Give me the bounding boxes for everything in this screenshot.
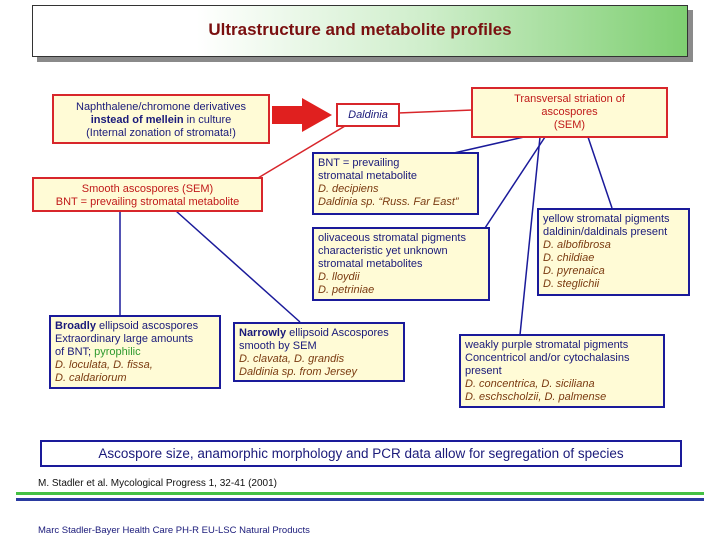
- blue-rule: [16, 498, 704, 501]
- purple-line2: Concentricol and/or cytochalasins: [465, 352, 630, 364]
- citation: M. Stadler et al. Mycological Progress 1…: [38, 478, 277, 489]
- broadly-species1: D. loculata, D. fissa,: [55, 359, 153, 371]
- yellow-species4: D. steglichii: [543, 278, 600, 290]
- transversal-line2: ascospores: [541, 106, 598, 118]
- narrowly-species2: Daldinia sp. from Jersey: [239, 366, 357, 378]
- narrowly-line1-rest: ellipsoid Ascospores: [286, 327, 389, 339]
- connector-daldinia-smooth: [257, 125, 346, 179]
- connector-transversal-yellow: [587, 136, 613, 209]
- red-arrow: [272, 98, 332, 132]
- olivaceous-species1: D. lloydii: [318, 271, 360, 283]
- connector-daldinia-transversal: [397, 109, 474, 114]
- daldinia-label: Daldinia: [348, 109, 388, 121]
- olivaceous-line3: stromatal metabolites: [318, 258, 423, 270]
- box-purple: weakly purple stromatal pigments Concent…: [459, 334, 665, 408]
- yellow-line2: daldinin/daldinals present: [543, 226, 668, 238]
- naphthalene-line2-bold: instead of mellein: [90, 114, 184, 126]
- connector-transversal-purple: [519, 136, 541, 336]
- title-banner: Ultrastructure and metabolite profiles: [32, 5, 688, 57]
- connector-transversal-olivaceous: [484, 136, 546, 229]
- naphthalene-line1: Naphthalene/chromone derivatives: [76, 101, 246, 113]
- naphthalene-line3: (Internal zonation of stromata!): [86, 127, 236, 139]
- box-yellow: yellow stromatal pigments daldinin/daldi…: [537, 208, 690, 296]
- purple-line1: weakly purple stromatal pigments: [465, 339, 629, 351]
- purple-species1: D. concentrica, D. siciliana: [465, 378, 595, 390]
- box-smooth: Smooth ascospores (SEM) BNT = prevailing…: [32, 177, 263, 212]
- broadly-line2: Extraordinary large amounts: [55, 333, 194, 345]
- broadly-species2: D. caldariorum: [55, 372, 127, 384]
- box-naphthalene: Naphthalene/chromone derivatives instead…: [52, 94, 270, 144]
- yellow-species1: D. albofibrosa: [543, 239, 611, 251]
- box-olivaceous: olivaceous stromatal pigments characteri…: [312, 227, 490, 301]
- connector-smooth-narrowly: [175, 210, 301, 323]
- box-bnt: BNT = prevailing stromatal metabolite D.…: [312, 152, 479, 215]
- purple-species2: D. eschscholzii, D. palmense: [465, 391, 607, 403]
- transversal-line1: Transversal striation of: [514, 93, 625, 105]
- broadly-line1-rest: ellipsoid ascospores: [95, 320, 199, 332]
- purple-line3: present: [465, 365, 502, 377]
- box-transversal: Transversal striation of ascospores (SEM…: [471, 87, 668, 138]
- yellow-species2: D. childiae: [543, 252, 595, 264]
- olivaceous-line2: characteristic yet unknown: [318, 245, 448, 257]
- narrowly-species1: D. clavata, D. grandis: [239, 353, 345, 365]
- narrowly-line2: smooth by SEM: [239, 340, 317, 352]
- narrowly-bold: Narrowly: [239, 327, 287, 339]
- box-narrowly: Narrowly ellipsoid Ascospores smooth by …: [233, 322, 405, 382]
- pyrophilic-label: pyrophilic: [94, 346, 141, 358]
- bnt-species1: D. decipiens: [318, 183, 379, 195]
- broadly-bold: Broadly: [55, 320, 96, 332]
- bnt-line2: stromatal metabolite: [318, 170, 418, 182]
- transversal-line3: (SEM): [553, 119, 586, 131]
- yellow-line1: yellow stromatal pigments: [543, 213, 670, 225]
- footer-text: Marc Stadler-Bayer Health Care PH-R EU-L…: [38, 525, 310, 536]
- yellow-species3: D. pyrenaica: [543, 265, 605, 277]
- smooth-line1: Smooth ascospores (SEM): [81, 183, 214, 195]
- olivaceous-line1: olivaceous stromatal pigments: [318, 232, 466, 244]
- box-daldinia: Daldinia: [336, 103, 400, 127]
- bnt-species2: Daldinia sp. “Russ. Far East”: [318, 196, 459, 208]
- olivaceous-species2: D. petriniae: [318, 284, 375, 296]
- green-rule: [16, 492, 704, 495]
- smooth-line2: BNT = prevailing stromatal metabolite: [55, 196, 240, 208]
- segregation-statement: Ascospore size, anamorphic morphology an…: [40, 440, 682, 467]
- broadly-line3: of BNT;: [55, 346, 95, 358]
- connector-transversal-bnt: [453, 136, 525, 154]
- box-broadly: Broadly ellipsoid ascospores Extraordina…: [49, 315, 221, 389]
- bnt-line1: BNT = prevailing: [318, 157, 400, 169]
- naphthalene-line2-rest: in culture: [183, 114, 232, 126]
- page-title: Ultrastructure and metabolite profiles: [208, 20, 512, 39]
